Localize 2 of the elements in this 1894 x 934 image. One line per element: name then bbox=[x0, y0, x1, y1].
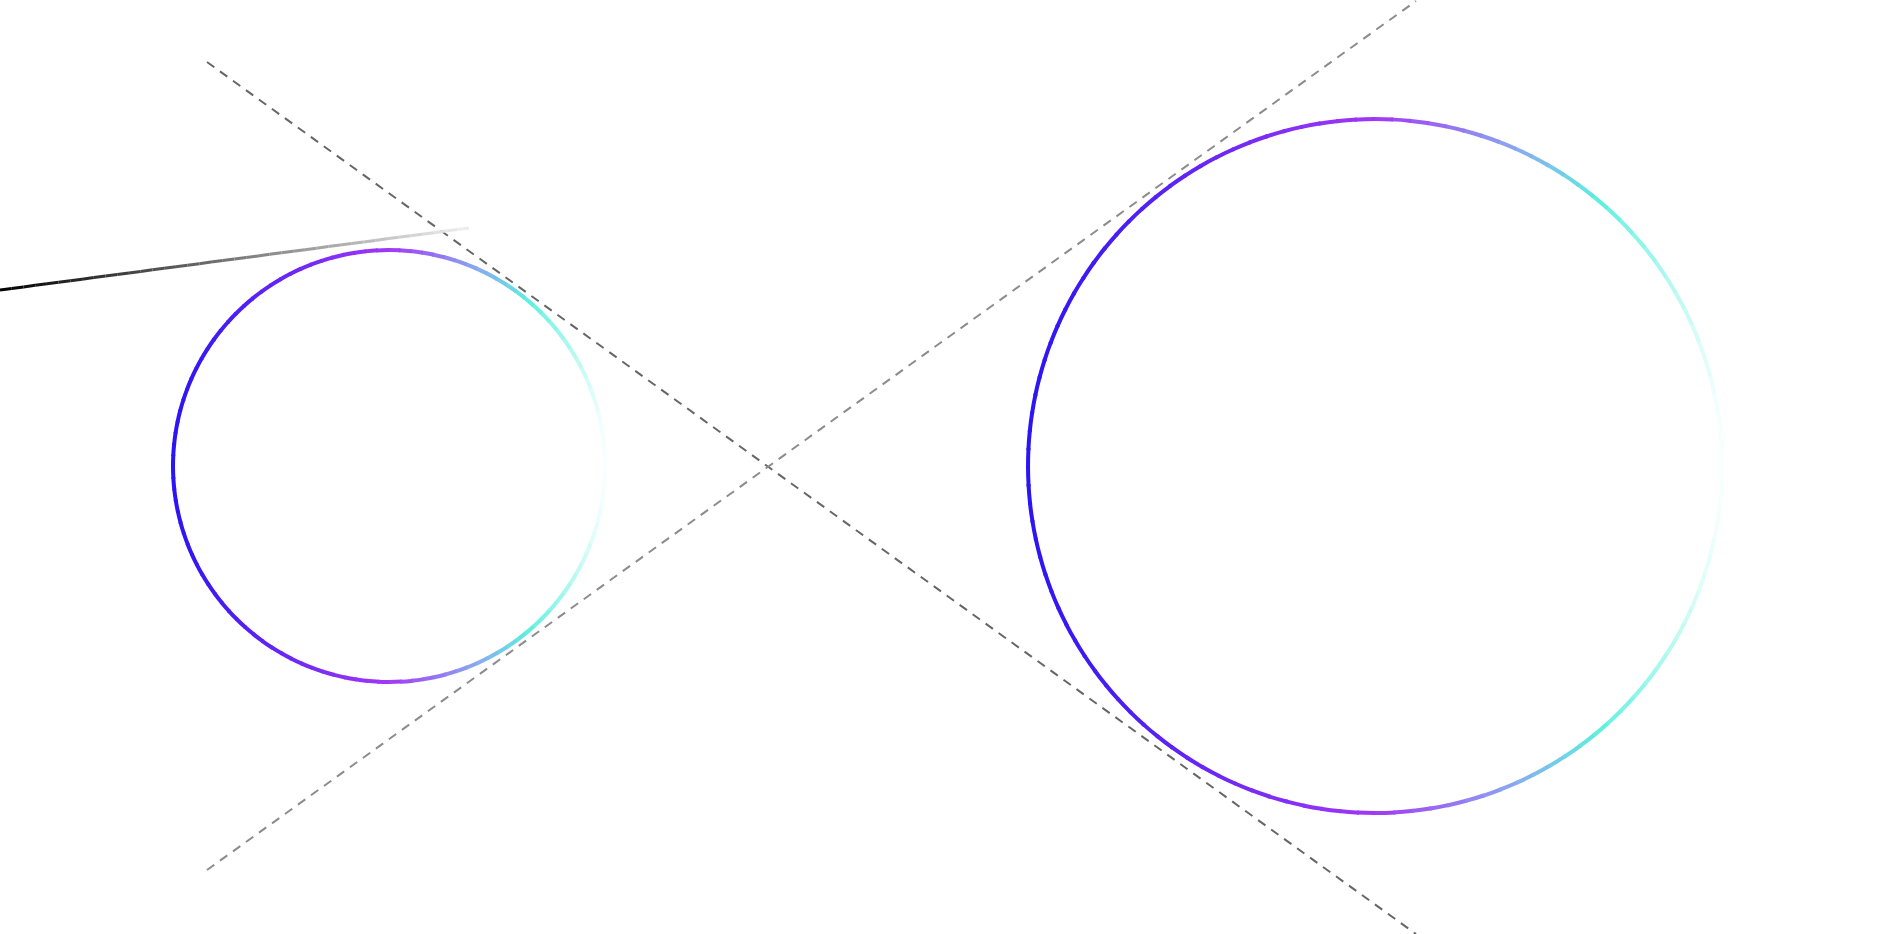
circle bbox=[171, 248, 607, 684]
circle bbox=[1026, 117, 1725, 815]
